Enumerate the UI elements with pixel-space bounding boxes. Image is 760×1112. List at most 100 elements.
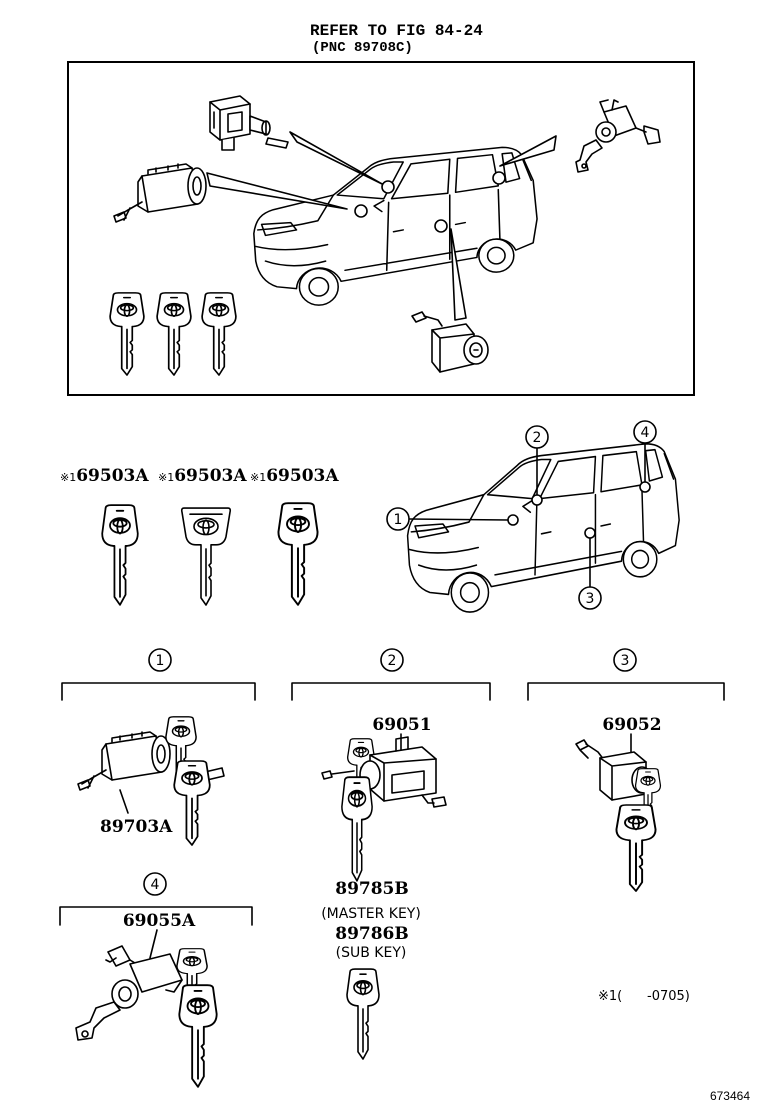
- location-dot: [639, 481, 651, 493]
- refer-to-figure: REFER TO FIG 84-24: [310, 22, 483, 40]
- master-key-label: (MASTER KEY): [321, 906, 421, 922]
- section-bracket-4: [59, 906, 253, 926]
- lock-bracket: [75, 1001, 121, 1041]
- part-number: 69503A: [266, 466, 339, 486]
- location-dot: [434, 219, 448, 233]
- reference-box: [67, 61, 695, 396]
- key-label-1: ※169503A: [60, 466, 149, 486]
- location-dot: [381, 180, 395, 194]
- back-door-lock-cylinder-detail: [75, 945, 183, 1041]
- location-dot: [507, 514, 519, 526]
- marker-circle: [148, 648, 172, 672]
- marker-number: 1: [394, 512, 403, 528]
- marker-number: 3: [621, 653, 630, 669]
- marker-number: 1: [156, 653, 165, 669]
- section-bracket-3: [527, 682, 725, 701]
- pointer-arrow-upper-lock: [289, 131, 385, 186]
- location-dot: [584, 527, 596, 539]
- part-number: 69503A: [174, 466, 247, 486]
- location-marker-4: 4: [633, 420, 657, 444]
- part-number-69052: 69052: [602, 715, 661, 735]
- lock-bracket: [575, 139, 603, 173]
- marker-circle: [386, 507, 410, 531]
- illustration-id: 673464: [710, 1089, 750, 1103]
- lock-bracket-hole: [81, 979, 183, 1038]
- section-bracket-2: [291, 682, 491, 701]
- door-lock-cylinder-front: [321, 736, 447, 808]
- key-label-2: ※169503A: [158, 466, 247, 486]
- section-marker-3: 3: [613, 648, 637, 672]
- section-marker-1: 1: [148, 648, 172, 672]
- reference-mark: ※1: [60, 471, 76, 484]
- marker-circle: [578, 586, 602, 610]
- location-car: [406, 443, 680, 613]
- marker-circle: [143, 872, 167, 896]
- location-dot: [492, 171, 506, 185]
- section-marker-4: 4: [143, 872, 167, 896]
- marker-circle: [613, 648, 637, 672]
- lock-housing-edges: [369, 736, 437, 802]
- section-marker-2: 2: [380, 648, 404, 672]
- master-key-part-number: 89785B: [335, 879, 409, 899]
- section-bracket-1: [61, 682, 256, 701]
- back-door-lock-cylinder: [575, 99, 661, 173]
- ignition-lock-part: [113, 163, 207, 223]
- lock-connector: [107, 945, 131, 967]
- pointer-arrow-back-door: [499, 135, 557, 167]
- marker-number: 2: [388, 653, 397, 669]
- location-leaders: [408, 442, 646, 588]
- door-key-d: [615, 804, 657, 892]
- footnote: ※1( -0705): [598, 989, 690, 1004]
- part-number-69055a: 69055A: [123, 911, 196, 931]
- lock-face: [595, 121, 617, 143]
- part-number-89703a: 89703A: [100, 817, 173, 837]
- lock-housing: [209, 95, 251, 141]
- lock-face: [111, 979, 139, 1009]
- door-key-b: [340, 776, 374, 882]
- part-number-69051: 69051: [372, 715, 431, 735]
- part-leader-69055a: [149, 929, 158, 959]
- master-sub-key: [346, 968, 380, 1060]
- lock-wire: [575, 739, 605, 761]
- marker-number: 4: [641, 425, 650, 441]
- marker-number: 3: [586, 591, 595, 607]
- part-number: 69503A: [76, 466, 149, 486]
- reference-mark: ※1: [158, 471, 174, 484]
- sub-key-part-number: 89786B: [335, 924, 409, 944]
- key-label-3: ※169503A: [250, 466, 339, 486]
- lock-housing: [129, 953, 183, 993]
- lock-housing-edges: [209, 101, 251, 141]
- reference-key: [201, 292, 237, 376]
- pointer-arrow-lower-lock: [450, 228, 467, 321]
- marker-circle: [633, 420, 657, 444]
- key-blank-3: [277, 502, 319, 606]
- marker-circle: [525, 425, 549, 449]
- door-lock-cylinder-upper: [209, 95, 289, 151]
- reference-mark: ※1: [250, 471, 266, 484]
- sub-key-label: (SUB KEY): [336, 945, 407, 961]
- ignition-key-b: [173, 760, 211, 846]
- lock-wire-connector: [599, 99, 661, 145]
- key-blank-1: [101, 504, 139, 606]
- part-leader-89703a: [119, 789, 129, 814]
- pnc-reference: (PNC 89708C): [312, 40, 413, 56]
- lock-cylinder: [249, 115, 271, 136]
- marker-number: 4: [151, 877, 160, 893]
- back-door-key-b: [178, 984, 218, 1088]
- door-lock-cylinder-lower: [411, 311, 489, 373]
- location-dot: [531, 494, 543, 506]
- lock-face: [463, 335, 489, 365]
- ignition-lock-cylinder: [77, 731, 171, 791]
- lock-housing-edges: [431, 329, 475, 373]
- reference-key: [109, 292, 145, 376]
- lock-connector: [421, 794, 447, 808]
- vehicle-overview-car: [253, 146, 538, 306]
- lock-wire-left: [321, 770, 355, 780]
- lock-tab: [221, 137, 289, 151]
- marker-number: 2: [533, 430, 542, 446]
- location-marker-2: 2: [525, 425, 549, 449]
- pointer-arrow-ignition: [206, 172, 348, 210]
- location-marker-1: 1: [386, 507, 410, 531]
- location-marker-3: 3: [578, 586, 602, 610]
